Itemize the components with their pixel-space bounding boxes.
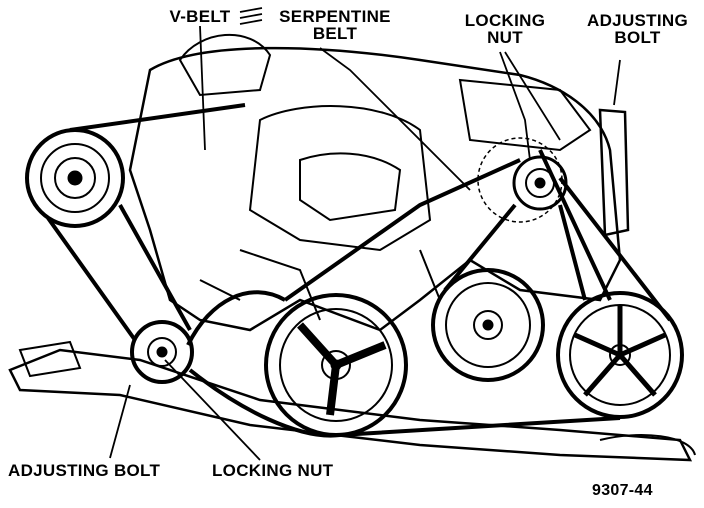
- power-steering-pulley: [556, 291, 684, 419]
- engine-block: [128, 46, 622, 332]
- idler-pulley: [130, 320, 194, 384]
- locking-nut-label-top: LOCKING NUT: [464, 11, 546, 47]
- serpentine-belt-label: SERPENTINE BELT: [279, 7, 391, 43]
- water-pump-pulley: [431, 268, 545, 382]
- figure-number: 9307-44: [592, 482, 653, 499]
- v-belt: [46, 103, 246, 342]
- crankshaft-pulley: [264, 293, 408, 437]
- adjusting-bolt-label-bottom: ADJUSTING BOLT: [8, 461, 161, 480]
- leader-adjusting-bolt-top: [613, 59, 621, 106]
- leader-locking-nut-top: [499, 51, 561, 161]
- v-belt-label: V-BELT: [169, 7, 231, 26]
- leader-locking-nut-bottom: [164, 359, 261, 461]
- ac-compressor-pulley: [25, 128, 125, 228]
- locking-nut-label-bottom: LOCKING NUT: [212, 461, 334, 480]
- leader-v-belt: [199, 25, 206, 151]
- adjusting-bracket-top: [598, 108, 630, 237]
- leader-adjusting-bolt-bottom: [109, 384, 131, 459]
- serpentine-belt: [186, 149, 672, 438]
- leader-serpentine: [319, 47, 471, 191]
- adjusting-bolt-label-top: ADJUSTING BOLT: [587, 11, 688, 47]
